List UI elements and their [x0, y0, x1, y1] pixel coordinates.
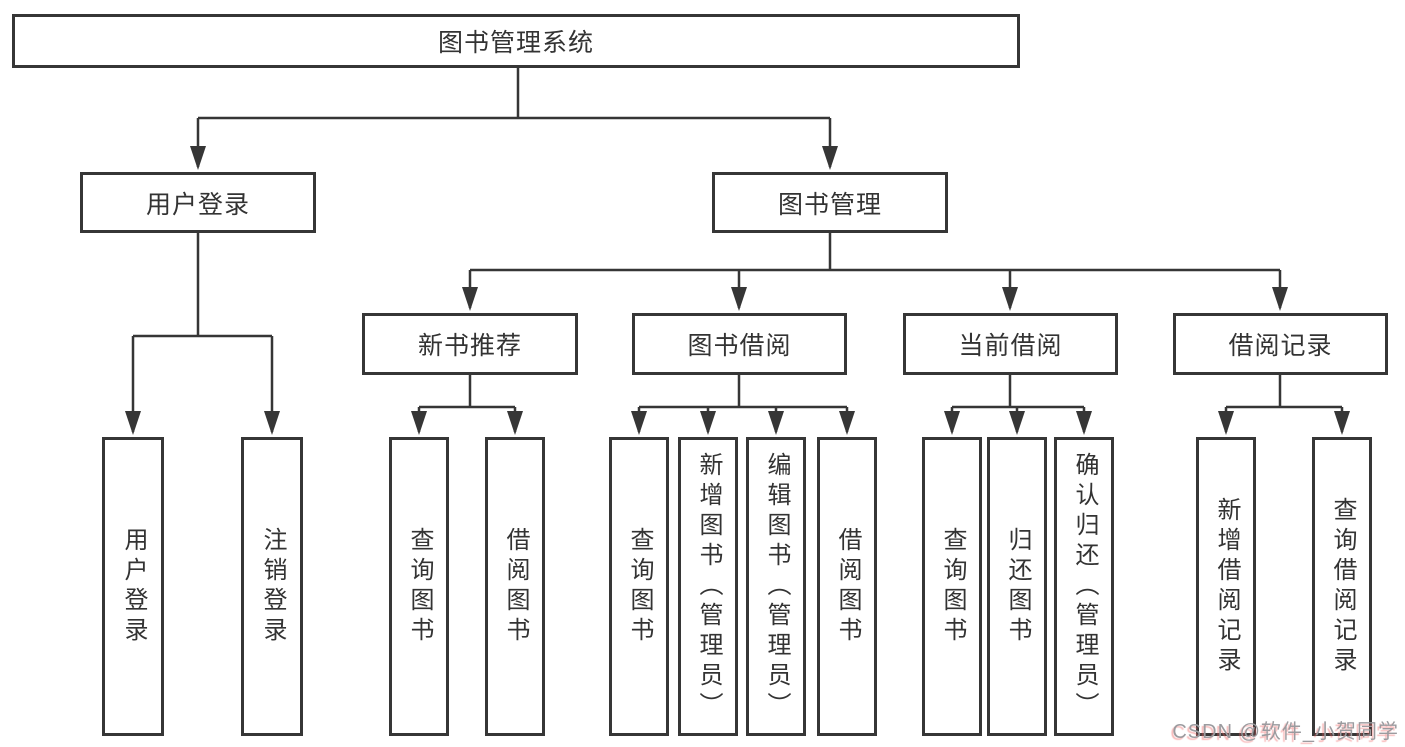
node-borrow-records: 借阅记录	[1173, 313, 1388, 375]
node-leaf-query-books-borrow: 查询图书	[609, 437, 669, 736]
node-book-borrow: 图书借阅	[632, 313, 847, 375]
node-leaf-query-borrow-record: 查询借阅记录	[1312, 437, 1372, 736]
node-leaf-confirm-return-admin: 确认归还（管理员）	[1054, 437, 1114, 736]
node-leaf-borrow-books-borrow-label: 借阅图书	[834, 526, 861, 647]
node-leaf-query-books-borrow-label: 查询图书	[626, 526, 653, 647]
node-leaf-edit-book-admin: 编辑图书（管理员）	[746, 437, 806, 736]
node-leaf-add-borrow-record: 新增借阅记录	[1196, 437, 1256, 736]
node-leaf-query-books-current-label: 查询图书	[939, 526, 966, 647]
node-book-management-label: 图书管理	[777, 190, 882, 219]
node-leaf-edit-book-admin-label: 编辑图书（管理员）	[763, 451, 790, 722]
connector-book-management-children	[468, 233, 1282, 308]
node-leaf-query-books-current: 查询图书	[922, 437, 982, 736]
connector-current-borrow-children	[950, 375, 1086, 432]
csdn-watermark: CSDN @软件_小贺同学	[1172, 721, 1399, 743]
node-borrow-records-label: 借阅记录	[1228, 332, 1333, 360]
node-leaf-query-books-recommend: 查询图书	[389, 437, 449, 736]
node-leaf-user-login: 用户登录	[102, 437, 164, 736]
node-current-borrow-label: 当前借阅	[958, 332, 1063, 360]
connector-user-login-children	[131, 233, 274, 432]
node-book-management-system: 图书管理系统	[12, 14, 1020, 68]
node-leaf-query-books-recommend-label: 查询图书	[406, 526, 433, 647]
node-leaf-confirm-return-admin-label: 确认归还（管理员）	[1071, 451, 1098, 722]
node-book-borrow-label: 图书借阅	[687, 332, 792, 360]
connector-root-to-level2	[196, 68, 832, 167]
node-leaf-add-book-admin-label: 新增图书（管理员）	[695, 451, 722, 722]
node-leaf-logout-label: 注销登录	[259, 526, 286, 647]
node-leaf-borrow-books-recommend-label: 借阅图书	[502, 526, 529, 647]
connector-new-book-recommend-children	[417, 375, 517, 432]
node-book-management: 图书管理	[712, 172, 948, 233]
node-new-book-recommend-label: 新书推荐	[417, 332, 522, 360]
node-book-management-system-label: 图书管理系统	[437, 29, 594, 57]
node-leaf-query-borrow-record-label: 查询借阅记录	[1329, 496, 1356, 677]
node-leaf-user-login-label: 用户登录	[120, 526, 147, 647]
connector-book-borrow-children	[637, 375, 849, 432]
node-user-login-label: 用户登录	[145, 190, 250, 219]
node-leaf-return-book-label: 归还图书	[1004, 526, 1031, 647]
connector-borrow-records-children	[1224, 375, 1344, 432]
node-leaf-add-borrow-record-label: 新增借阅记录	[1213, 496, 1240, 677]
node-leaf-add-book-admin: 新增图书（管理员）	[678, 437, 738, 736]
node-user-login: 用户登录	[80, 172, 316, 233]
node-leaf-borrow-books-recommend: 借阅图书	[485, 437, 545, 736]
node-current-borrow: 当前借阅	[903, 313, 1118, 375]
node-leaf-borrow-books-borrow: 借阅图书	[817, 437, 877, 736]
node-leaf-return-book: 归还图书	[987, 437, 1047, 736]
node-leaf-logout: 注销登录	[241, 437, 303, 736]
node-new-book-recommend: 新书推荐	[362, 313, 578, 375]
